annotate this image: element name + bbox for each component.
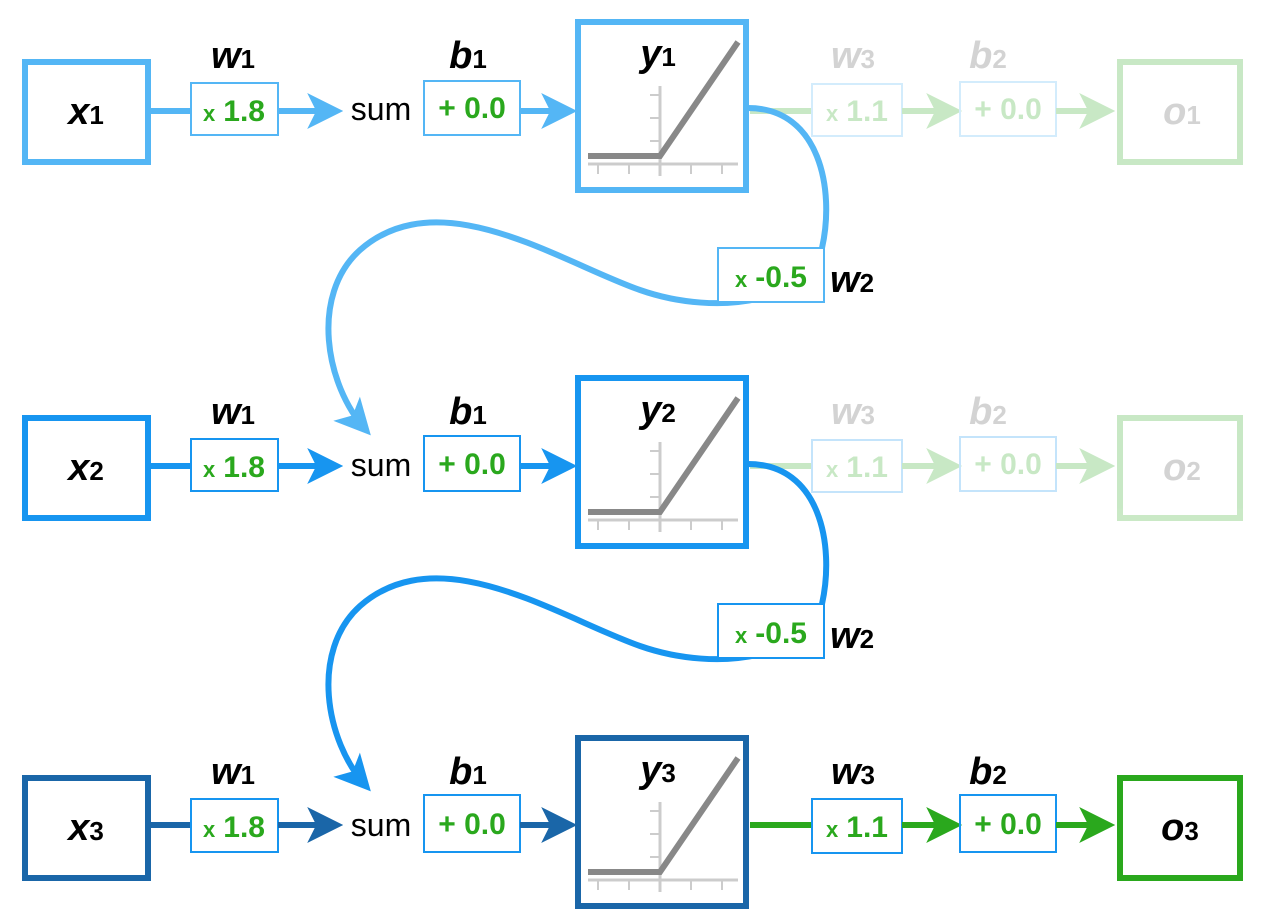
svg-text:o2: o2 [1163, 447, 1201, 489]
bias-b1-box: b1 + 0.0 [423, 35, 521, 136]
svg-text:y3: y3 [638, 749, 676, 791]
svg-text:x1.8: x1.8 [203, 451, 265, 484]
svg-text:b2: b2 [969, 751, 1007, 793]
activation-node-y2: y2 [575, 375, 749, 549]
svg-text:w3: w3 [831, 35, 875, 77]
svg-text:o1: o1 [1163, 91, 1201, 133]
recurrent-connection-1-2: x-0.5 w2 [325, 105, 874, 436]
input-node-x2: x2 [22, 415, 151, 521]
svg-text:x1.1: x1.1 [826, 451, 888, 484]
svg-text:+ 0.0: + 0.0 [974, 448, 1042, 481]
svg-text:x3: x3 [66, 807, 104, 849]
svg-text:+ 0.0: + 0.0 [974, 808, 1042, 841]
svg-text:o3: o3 [1161, 807, 1199, 849]
svg-text:b1: b1 [449, 35, 487, 77]
svg-text:x2: x2 [66, 447, 104, 489]
svg-text:w1: w1 [211, 751, 255, 793]
svg-text:b2: b2 [969, 35, 1007, 77]
input-node-x3: x3 [22, 775, 151, 881]
svg-text:w3: w3 [831, 751, 875, 793]
sum-label: sum [351, 91, 411, 127]
svg-text:y1: y1 [638, 33, 676, 75]
relu-graph-icon [588, 40, 741, 176]
svg-text:x-0.5: x-0.5 [735, 617, 807, 650]
svg-text:x1.1: x1.1 [826, 95, 888, 128]
svg-text:b1: b1 [449, 391, 487, 433]
sum-label: sum [351, 447, 411, 483]
bias-b1-box: b1 + 0.0 [423, 751, 521, 853]
input-node-x1: x1 [22, 59, 151, 165]
activation-node-y1: y1 [575, 19, 749, 193]
svg-text:w2: w2 [830, 615, 874, 657]
svg-text:w3: w3 [831, 391, 875, 433]
svg-text:b1: b1 [449, 751, 487, 793]
svg-text:x1.8: x1.8 [203, 95, 265, 128]
svg-text:x-0.5: x-0.5 [735, 261, 807, 294]
svg-text:w1: w1 [211, 35, 255, 77]
recurrent-connection-2-3: x-0.5 w2 [325, 461, 874, 792]
activation-node-y3: y3 [575, 735, 749, 909]
bias-b1-box: b1 + 0.0 [423, 391, 521, 492]
svg-text:x1.1: x1.1 [826, 811, 888, 844]
svg-text:b2: b2 [969, 391, 1007, 433]
svg-text:w2: w2 [830, 259, 874, 301]
svg-text:y2: y2 [638, 389, 676, 431]
relu-graph-icon [588, 756, 741, 892]
svg-text:x1.8: x1.8 [203, 811, 265, 844]
svg-text:w1: w1 [211, 391, 255, 433]
svg-text:x1: x1 [66, 91, 104, 133]
svg-text:+ 0.0: + 0.0 [438, 92, 506, 125]
svg-text:+ 0.0: + 0.0 [974, 93, 1042, 126]
svg-text:+ 0.0: + 0.0 [438, 808, 506, 841]
output-node-o3: o3 [1117, 775, 1243, 881]
relu-graph-icon [588, 396, 741, 532]
svg-text:+ 0.0: + 0.0 [438, 448, 506, 481]
sum-label: sum [351, 807, 411, 843]
